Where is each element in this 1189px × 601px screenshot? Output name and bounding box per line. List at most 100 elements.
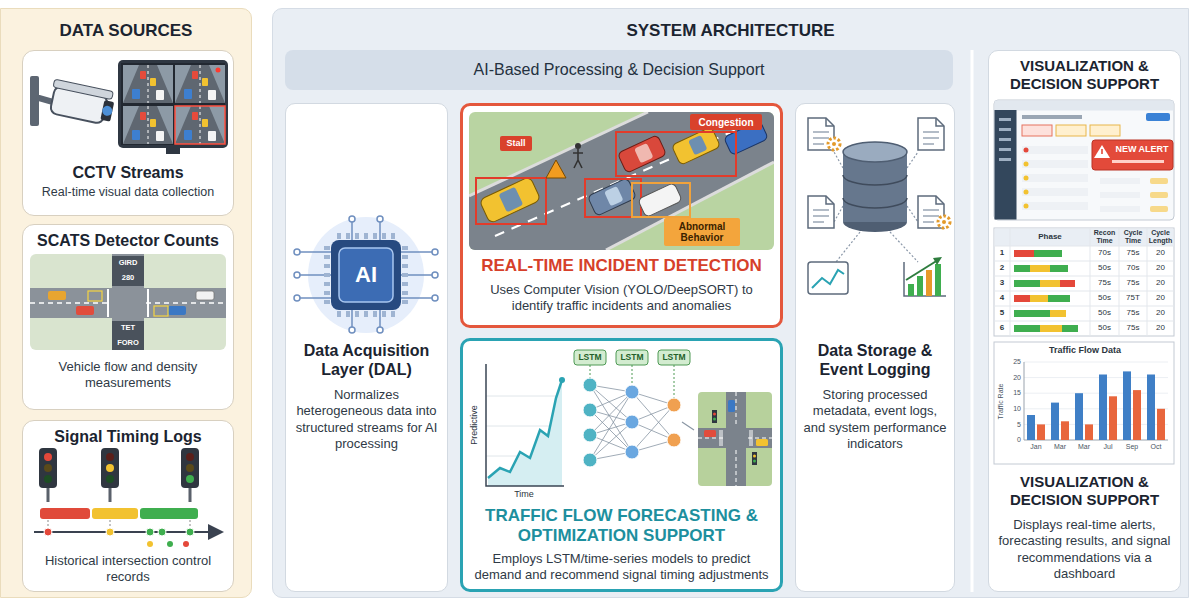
signal-timing-illustration-part — [186, 475, 194, 483]
storage-icons-part — [917, 276, 923, 296]
table-cell: 20 — [1147, 276, 1174, 291]
storage-icons-part — [918, 118, 944, 150]
ai-chip-icon-part — [294, 272, 300, 278]
forecast-illustration-part — [748, 438, 772, 439]
forecast-illustration-part — [667, 398, 681, 412]
dashboard-mockup-part — [1022, 125, 1052, 136]
table-header: Phase — [1010, 228, 1090, 246]
dashboard-mockup-part — [994, 100, 1174, 220]
dashboard-mockup-part — [995, 110, 1017, 220]
storage-icons-part — [906, 260, 938, 280]
table-cell: 20 — [1147, 246, 1174, 261]
forecast-illustration-part — [625, 445, 639, 459]
table-cell: 50s — [1090, 306, 1119, 321]
cctv-illustration-part — [48, 79, 117, 125]
dashboard-mockup — [994, 100, 1174, 220]
chart-title: Traffic Flow Data — [1030, 344, 1140, 358]
forecast-illustration-part — [728, 400, 735, 412]
axis-label: Predictive — [469, 390, 481, 460]
bar-chart-mockup-part — [1147, 375, 1155, 441]
model-label: LSTM — [658, 350, 690, 365]
signal-table-mockup-part — [1050, 265, 1068, 272]
incident-tag: Abnormal Behavior — [664, 218, 740, 246]
cctv-illustration-part — [121, 63, 225, 145]
ai-chip-icon-part — [331, 240, 401, 310]
forecast-illustration-part — [712, 410, 717, 423]
dashboard-mockup-part — [1146, 113, 1170, 121]
signal-timing-illustration-part — [190, 520, 191, 528]
forecast-illustration-part — [753, 455, 756, 458]
table-cell: 5 — [994, 306, 1010, 321]
forecast-illustration-part — [590, 365, 674, 398]
cctv-illustration-part — [216, 68, 221, 73]
signal-table-mockup-part — [1050, 310, 1066, 317]
incident-scene-part-part — [499, 187, 524, 213]
bar-chart-mockup-part — [1051, 403, 1059, 440]
card-description: Historical intersection control records — [29, 553, 227, 586]
intersection-illustration-part — [147, 289, 149, 317]
storage-icons-part — [843, 198, 907, 208]
ai-chip-icon-part — [379, 310, 381, 327]
table-cell: 20 — [1147, 291, 1174, 306]
storage-icons-part — [843, 212, 907, 232]
dashboard-mockup-part — [1022, 146, 1088, 154]
box-description: Storing processed metadata, event logs, … — [802, 387, 948, 452]
incident-tag: Stall — [500, 136, 532, 151]
table-cell: 75s — [1119, 306, 1147, 321]
incident-scene-part-part — [688, 135, 707, 155]
bar-chart-mockup-part — [994, 342, 1174, 464]
signal-table-mockup-part — [994, 228, 1174, 336]
table-cell: 3 — [994, 276, 1010, 291]
signal-timing-illustration-part — [44, 453, 52, 461]
intersection-illustration-part — [112, 321, 144, 336]
detector-label: TET — [113, 322, 143, 335]
table-cell: 1 — [994, 246, 1010, 261]
signal-timing-illustration-part — [92, 508, 138, 519]
signal-timing-illustration-part — [158, 528, 166, 536]
process-box: TRAFFIC FLOW FORECASTING & OPTIMIZATION … — [460, 338, 783, 592]
model-label: LSTM — [574, 350, 606, 365]
forecast-illustration-part — [756, 439, 768, 446]
intersection-illustration-part — [30, 288, 226, 318]
axis-tick: 0 — [1004, 435, 1021, 445]
incident-scene-part — [587, 178, 636, 217]
ai-chip-icon-part — [300, 297, 331, 299]
bar-chart-mockup-part — [1024, 362, 1168, 424]
axis-tick: Jul — [1096, 442, 1120, 452]
table-cell: 50s — [1090, 261, 1119, 276]
card-description: Real-time visual data collection — [29, 185, 227, 201]
incident-scene-part — [632, 183, 690, 217]
box-title: REAL-TIME INCIDENT DETECTION — [469, 256, 774, 276]
signal-table-mockup-part — [1030, 295, 1048, 302]
bar-chart-mockup-part — [1061, 421, 1069, 440]
bar-chart-mockup-part — [1133, 390, 1141, 440]
model-label: LSTM — [616, 350, 648, 365]
alert-label: NEW ALERT — [1112, 143, 1172, 156]
band-title: AI-Based Processing & Decision Support — [291, 60, 947, 80]
ai-chip-icon-part — [432, 272, 438, 278]
bar-chart-mockup-part — [1075, 393, 1083, 440]
box-description: Uses Computer Vision (YOLO/DeepSORT) to … — [469, 282, 774, 315]
signal-timing-illustration-part — [186, 453, 194, 461]
ai-chip-icon-part — [351, 310, 353, 327]
detector-label: GIRD — [113, 257, 143, 270]
signal-table-mockup-part — [1014, 280, 1040, 287]
intersection-illustration-part — [112, 256, 144, 271]
incident-scene-part — [469, 112, 648, 196]
ai-chip-icon-part — [294, 295, 300, 301]
incident-scene-part-part — [634, 143, 653, 163]
section-band: AI-Based Processing & Decision Support — [285, 50, 953, 90]
intersection-illustration-part — [196, 291, 214, 300]
signal-table-mockup — [994, 228, 1174, 336]
cctv-illustration-part — [118, 60, 228, 148]
bar-chart-mockup-part — [1157, 409, 1165, 440]
ai-chip-icon-part — [432, 249, 438, 255]
intersection-illustration-part — [76, 306, 94, 315]
storage-icons-part — [926, 270, 932, 296]
storage-icons-part — [832, 142, 836, 146]
forecast-illustration-part — [488, 380, 562, 486]
cctv-illustration-part — [123, 65, 173, 103]
forecast-illustration-part — [726, 392, 746, 486]
forecast-illustration-part — [559, 377, 565, 383]
source-card: Signal Timing LogsHistorical intersectio… — [22, 420, 234, 592]
